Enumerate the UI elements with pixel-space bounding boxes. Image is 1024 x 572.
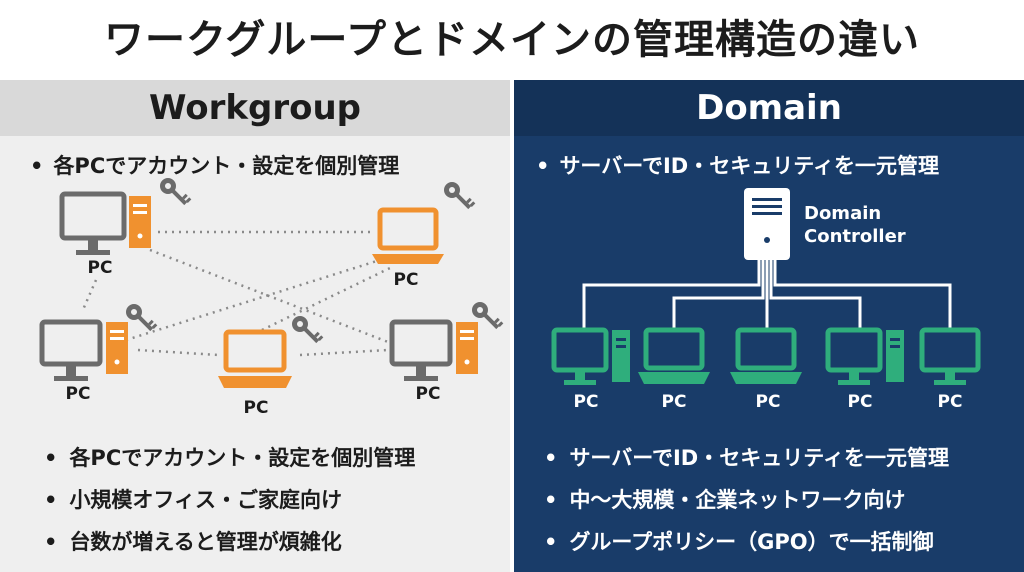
desktop-pc-icon [825,327,904,385]
workgroup-heading: Workgroup [0,80,510,136]
key-icon [444,182,476,210]
panel-divider [510,80,514,572]
peer-link [299,348,389,357]
pc-label: PC [937,392,963,412]
monitor-pc-icon [919,327,981,385]
laptop-pc-icon [638,327,710,384]
workgroup-panel: Workgroup 各PCでアカウント・設定を個別管理 [0,80,510,572]
domain-heading: Domain [514,80,1024,136]
server-icon [744,188,790,260]
key-icon [126,304,158,332]
desktop-pc-icon [389,319,478,381]
pc-label: PC [661,392,687,412]
peer-links [80,230,391,357]
branch-line [582,260,761,330]
pc-label: PC [847,392,873,412]
key-icon [160,178,192,206]
domain-controller-label: Domain Controller [804,203,906,247]
workgroup-top-bullet: 各PCでアカウント・設定を個別管理 [30,150,399,180]
list-item: サーバーでID・セキュリティを一元管理 [544,442,949,472]
page-title: ワークグループとドメインの管理構造の違い [104,17,920,63]
peer-link [137,348,219,357]
list-item: 小規模オフィス・ご家庭向け [44,484,342,514]
branch-line [672,260,765,330]
pc-label: PC [243,398,269,418]
peer-link [149,248,389,344]
desktop-pc-icon [59,191,151,255]
branch-line [769,260,862,330]
laptop-pc-icon [218,329,292,388]
list-item: グループポリシー（GPO）で一括制御 [544,526,933,556]
list-item: 中〜大規模・企業ネットワーク向け [544,484,905,514]
domain-panel: Domain サーバーでID・セキュリティを一元管理 [514,80,1024,572]
peer-link [80,279,98,313]
domain-network-diagram [551,188,981,385]
peer-link [261,266,391,332]
pc-label: PC [755,392,781,412]
list-item: 台数が増えると管理が煩雑化 [44,526,341,556]
branch-line [773,260,952,330]
key-icon [292,316,324,344]
domain-top-bullet: サーバーでID・セキュリティを一元管理 [536,150,939,180]
connection-lines [582,260,952,330]
key-icon [472,302,504,330]
pc-label: PC [393,270,419,290]
laptop-pc-icon [730,327,802,384]
workgroup-network-diagram [39,178,504,388]
list-item: 各PCでアカウント・設定を個別管理 [44,442,415,472]
pc-label: PC [87,258,113,278]
peer-link [125,258,381,342]
pc-label: PC [415,384,441,404]
desktop-pc-icon [551,327,630,385]
pc-label: PC [65,384,91,404]
pc-label: PC [573,392,599,412]
laptop-pc-icon [372,207,444,264]
desktop-pc-icon [39,319,128,381]
